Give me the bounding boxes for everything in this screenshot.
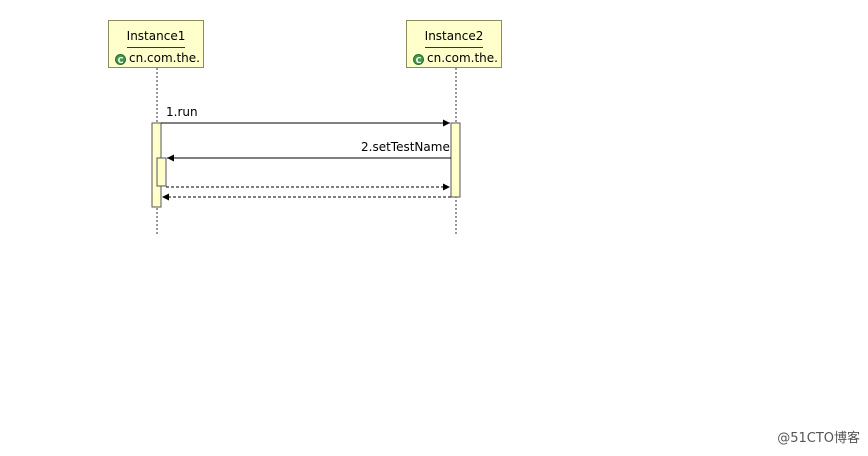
message-run-label: 1.run (166, 105, 198, 119)
lifeline-instance2-class-label: cn.com.the... (427, 51, 499, 65)
activation-instance2[interactable] (450, 122, 461, 198)
class-icon: C (413, 54, 424, 65)
lifeline-instance1-class-label: cn.com.the... (129, 51, 201, 65)
class-icon: C (115, 54, 126, 65)
lifeline-instance2-separator (425, 47, 483, 48)
lifeline-instance2-name: Instance2 (424, 29, 484, 43)
message-settestname-label: 2.setTestName (361, 140, 450, 154)
watermark: @51CTO博客 (777, 431, 860, 446)
lifeline-instance1-separator (127, 47, 185, 48)
lifeline-instance1-name: Instance1 (126, 29, 186, 43)
activation-instance1-nested[interactable] (156, 157, 167, 187)
